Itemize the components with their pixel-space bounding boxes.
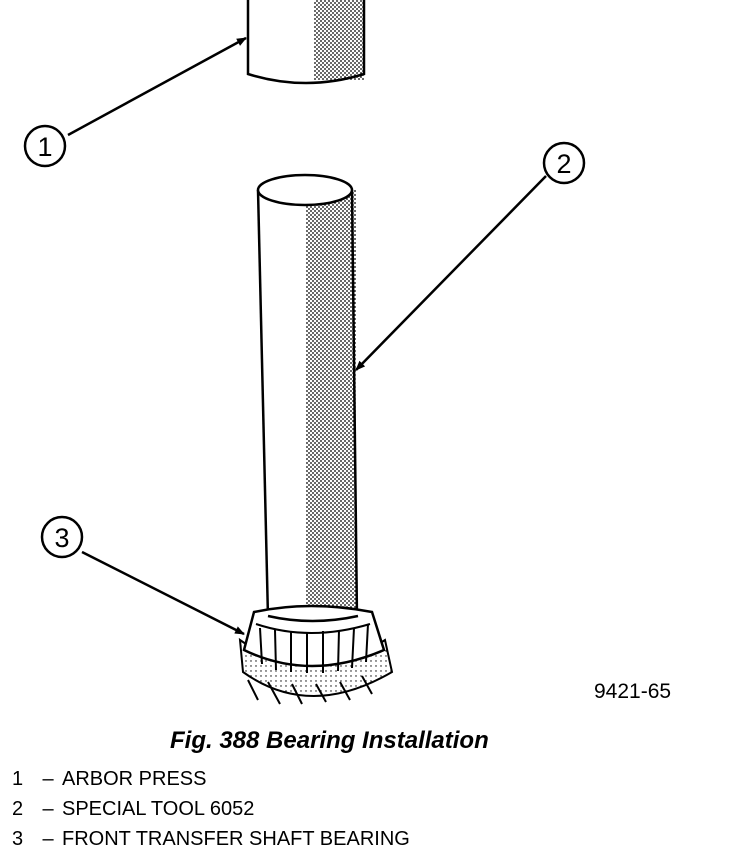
legend-item: 2–SPECIAL TOOL 6052: [12, 794, 410, 824]
callout-2-leader: [355, 175, 547, 371]
legend-text: SPECIAL TOOL 6052: [62, 798, 255, 820]
figure-code: 9421-65: [594, 680, 671, 703]
callout-3-leader: [81, 550, 245, 636]
legend-list: 1–ARBOR PRESS 2–SPECIAL TOOL 6052 3–FRON…: [12, 764, 410, 854]
legend-text: FRONT TRANSFER SHAFT BEARING: [62, 828, 410, 850]
legend-number: 1: [12, 768, 24, 790]
figure-caption: Fig. 388 Bearing Installation: [170, 727, 489, 754]
svg-text:3: 3: [54, 523, 69, 553]
callout-1: 1: [23, 124, 67, 168]
legend-dash: –: [42, 828, 54, 850]
legend-dash: –: [42, 768, 54, 790]
arbor-press-ram: [246, 0, 366, 85]
callout-3: 3: [40, 515, 84, 559]
callout-2: 2: [542, 141, 586, 185]
special-tool-cylinder: [256, 173, 359, 620]
legend-dash: –: [42, 798, 54, 820]
legend-item: 1–ARBOR PRESS: [12, 764, 410, 794]
callout-1-leader: [67, 36, 247, 137]
legend-number: 2: [12, 798, 24, 820]
legend-item: 3–FRONT TRANSFER SHAFT BEARING: [12, 824, 410, 854]
legend-text: ARBOR PRESS: [62, 768, 207, 790]
svg-text:2: 2: [556, 149, 571, 179]
bearing-installation-illustration: 1 2 3 9421-65: [23, 0, 671, 705]
svg-text:1: 1: [37, 132, 52, 162]
legend-number: 3: [12, 828, 24, 850]
bearing: [238, 604, 394, 705]
